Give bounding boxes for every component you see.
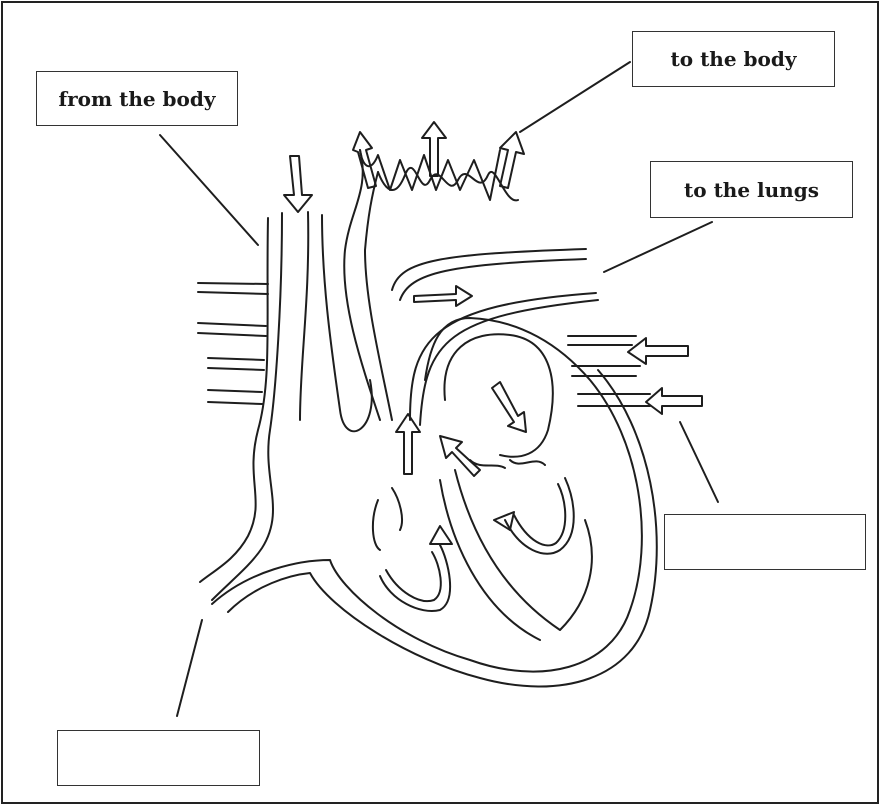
arrow-down-atrium-icon [492, 382, 526, 432]
curve-arrow-left-ventricle-2 [386, 552, 441, 601]
to-body-text: to the body [671, 47, 797, 71]
leader-line-bottom-blank [177, 620, 202, 716]
leader-line-to-body [520, 62, 630, 132]
to-lungs-label: to the lungs [650, 161, 853, 218]
septum-left [440, 480, 540, 640]
leader-line-right-blank [680, 422, 718, 502]
left-vessel-4 [208, 390, 262, 404]
leader-line-to-lungs [604, 222, 712, 272]
aorta-arch-2 [365, 172, 392, 420]
aorta-trunk-left [300, 212, 308, 420]
vena-cava-inner [212, 213, 282, 600]
blank-answer-box-right[interactable] [664, 514, 866, 570]
blank-answer-box-bottom[interactable] [57, 730, 260, 786]
arrow-left-vein-1-icon [628, 338, 688, 364]
left-atrium [444, 334, 552, 456]
arrow-up-aorta-left-icon [353, 132, 376, 188]
vena-cava-outer [200, 218, 268, 582]
arrow-up-septum-icon [396, 414, 420, 474]
from-body-label: from the body [36, 71, 238, 126]
arrow-up-aorta-center-icon [422, 122, 446, 176]
pulmonary-artery-top [392, 249, 586, 290]
arrow-up-left-septum-icon [440, 436, 480, 476]
to-body-label: to the body [632, 31, 835, 87]
mitral-valve [470, 460, 545, 468]
aortic-branches [378, 168, 518, 201]
pulmonary-vein-1 [568, 336, 636, 345]
arrow-right-pulmonary-icon [414, 286, 472, 306]
tricuspid-valve [373, 488, 402, 550]
arrow-tip-right-ventricle-icon [494, 512, 514, 530]
left-vessel-2 [198, 323, 266, 336]
pulmonary-artery-top-2 [400, 259, 586, 300]
arrow-left-vein-2-icon [646, 388, 702, 414]
arrow-down-vena-cava-icon [284, 156, 312, 212]
from-body-text: from the body [58, 87, 215, 111]
curve-arrow-right-ventricle-2 [514, 484, 565, 545]
arrow-up-aorta-right-icon [500, 132, 524, 188]
arrow-tip-left-ventricle-icon [430, 526, 452, 544]
pulmonary-artery-bottom-2 [420, 300, 598, 425]
leader-line-from-body [160, 135, 258, 245]
pulmonary-vein-3 [578, 394, 650, 406]
left-vessel-3 [208, 358, 264, 370]
left-vessel-1 [198, 283, 268, 294]
to-lungs-text: to the lungs [684, 178, 819, 202]
